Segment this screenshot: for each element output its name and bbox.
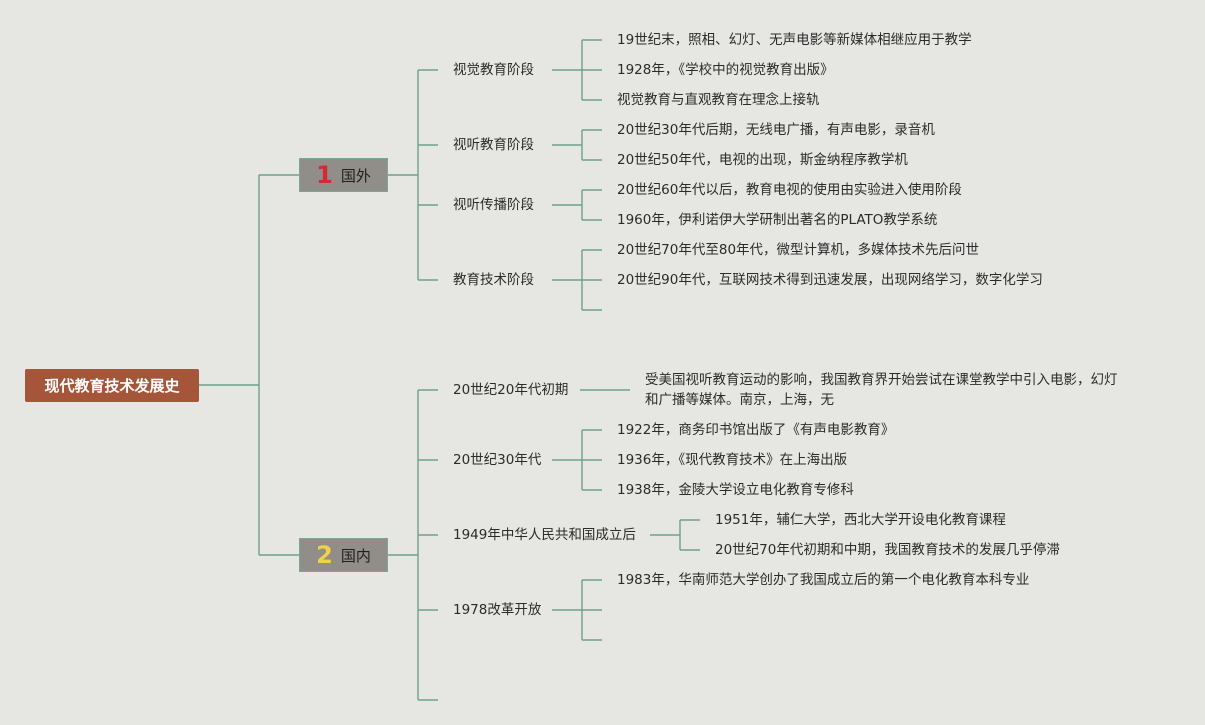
domestic-stage-1[interactable]: 20世纪20年代初期 xyxy=(453,382,569,398)
category-foreign-label: 国外 xyxy=(340,166,371,185)
foreign-stage-1[interactable]: 视觉教育阶段 xyxy=(453,62,534,78)
foreign-stage-2-item-1[interactable]: 20世纪30年代后期，无线电广播，有声电影，录音机 xyxy=(617,122,935,138)
foreign-stage-4-item-2[interactable]: 20世纪90年代，互联网技术得到迅速发展，出现网络学习，数字化学习 xyxy=(617,272,1043,288)
root-node[interactable]: 现代教育技术发展史 xyxy=(25,369,199,402)
foreign-stage-3-item-1[interactable]: 20世纪60年代以后，教育电视的使用由实验进入使用阶段 xyxy=(617,182,962,198)
category-domestic-label: 国内 xyxy=(340,546,371,565)
domestic-stage-2-item-2[interactable]: 1936年，《现代教育技术》在上海出版 xyxy=(617,452,848,468)
domestic-stage-3-item-1[interactable]: 1951年，辅仁大学，西北大学开设电化教育课程 xyxy=(715,512,1006,528)
category-foreign[interactable]: 1 国外 xyxy=(299,158,388,192)
foreign-stage-2-item-2[interactable]: 20世纪50年代，电视的出现，斯金纳程序教学机 xyxy=(617,152,908,168)
domestic-stage-2-item-3[interactable]: 1938年，金陵大学设立电化教育专修科 xyxy=(617,482,854,498)
domestic-stage-3-item-2[interactable]: 20世纪70年代初期和中期，我国教育技术的发展几乎停滞 xyxy=(715,542,1060,558)
domestic-stage-2[interactable]: 20世纪30年代 xyxy=(453,452,542,468)
domestic-stage-4-item-1[interactable]: 1983年，华南师范大学创办了我国成立后的第一个电化教育本科专业 xyxy=(617,572,1030,588)
root-label: 现代教育技术发展史 xyxy=(44,377,180,395)
domestic-stage-1-item-line-1[interactable]: 受美国视听教育运动的影响，我国教育界开始尝试在课堂教学中引入电影，幻灯 xyxy=(645,372,1118,388)
foreign-stage-2[interactable]: 视听教育阶段 xyxy=(453,137,534,153)
domestic-stage-2-item-1[interactable]: 1922年，商务印书馆出版了《有声电影教育》 xyxy=(617,422,895,438)
foreign-stage-3[interactable]: 视听传播阶段 xyxy=(453,197,534,213)
foreign-stage-1-item-3[interactable]: 视觉教育与直观教育在理念上接轨 xyxy=(617,92,820,108)
foreign-stage-4[interactable]: 教育技术阶段 xyxy=(453,272,534,288)
foreign-stage-3-item-2[interactable]: 1960年，伊利诺伊大学研制出著名的PLATO教学系统 xyxy=(617,212,938,228)
domestic-stage-1-item-line-2[interactable]: 和广播等媒体。南京，上海，无 xyxy=(645,392,834,408)
category-domestic[interactable]: 2 国内 xyxy=(299,538,388,572)
foreign-stage-1-item-1[interactable]: 19世纪末，照相、幻灯、无声电影等新媒体相继应用于教学 xyxy=(617,32,972,48)
badge-one-icon: 1 xyxy=(316,161,333,189)
foreign-stage-1-item-2[interactable]: 1928年，《学校中的视觉教育出版》 xyxy=(617,62,834,78)
domestic-stage-4[interactable]: 1978改革开放 xyxy=(453,602,542,618)
domestic-stage-3[interactable]: 1949年中华人民共和国成立后 xyxy=(453,527,636,543)
badge-two-icon: 2 xyxy=(316,541,333,569)
foreign-stage-4-item-1[interactable]: 20世纪70年代至80年代，微型计算机，多媒体技术先后问世 xyxy=(617,242,980,258)
